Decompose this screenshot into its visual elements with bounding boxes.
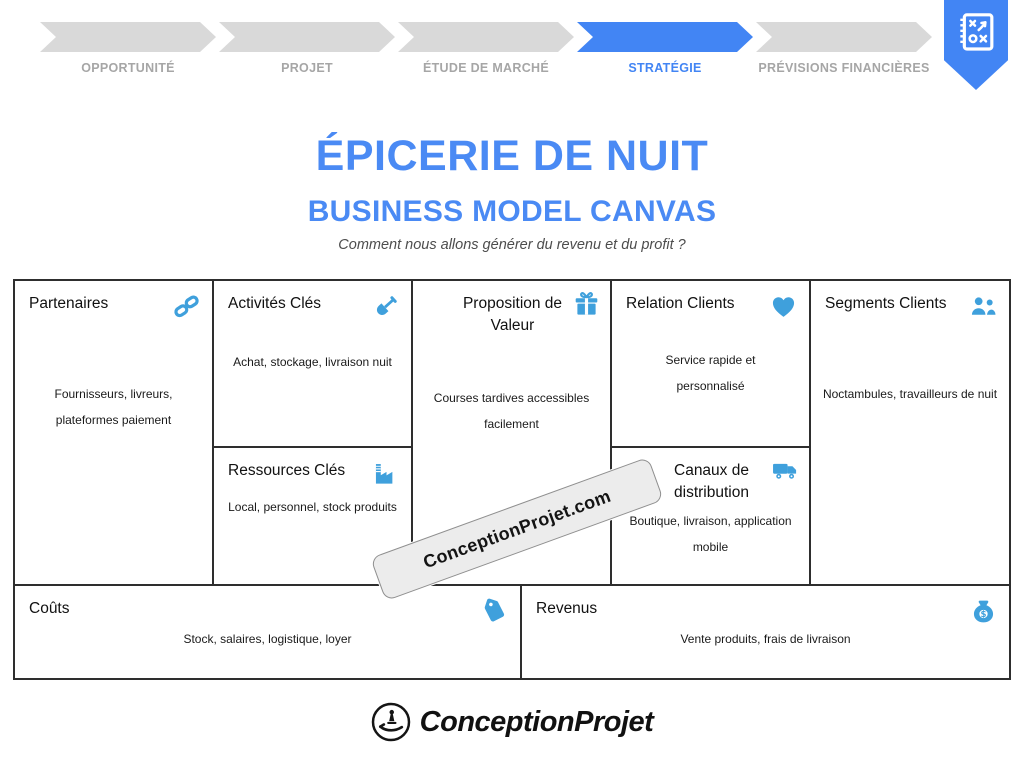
chevron-shape (398, 22, 574, 52)
process-timeline: OPPORTUNITÉ PROJET ÉTUDE DE MARCHÉ STRAT… (0, 0, 1024, 96)
cell-title: Ressources Clés (228, 462, 346, 479)
cell-segments-clients: Segments Clients Noctambules, travailleu… (811, 281, 1009, 584)
cell-title: Coûts (29, 600, 70, 617)
cell-content: Vente produits, frais de livraison (680, 632, 851, 646)
chain-link-icon (173, 293, 200, 320)
cell-ressources-cles: Ressources Clés Local, personnel, stock … (214, 448, 411, 584)
chevron-shape (40, 22, 216, 52)
timeline-step-projet: PROJET (219, 22, 395, 75)
cell-content: Stock, salaires, logistique, loyer (183, 632, 352, 646)
canvas-top-section: Partenaires Fournisseurs, livreurs, plat… (15, 281, 1009, 584)
cell-content: Courses tardives accessibles facilement (433, 390, 590, 431)
money-bag-icon: $ (970, 598, 997, 625)
cell-header: Coûts (15, 586, 520, 625)
timeline-steps: OPPORTUNITÉ PROJET ÉTUDE DE MARCHÉ STRAT… (40, 22, 935, 75)
cell-content: Service rapide et personnalisé (665, 353, 756, 393)
cell-partenaires: Partenaires Fournisseurs, livreurs, plat… (15, 281, 214, 584)
cell-header: Canaux de distribution (612, 448, 809, 505)
truck-icon (772, 458, 799, 485)
cell-content: Fournisseurs, livreurs, plateformes paie… (54, 387, 173, 427)
cell-title: Relation Clients (626, 295, 735, 312)
cell-header: Ressources Clés (214, 448, 411, 487)
page-subtitle: BUSINESS MODEL CANVAS (307, 195, 717, 228)
cell-header: Proposition de Valeur (413, 281, 610, 338)
footer-logo: ConceptionProjet (0, 702, 1024, 742)
timeline-step-previsions-financieres: PRÉVISIONS FINANCIÈRES (756, 22, 932, 75)
cell-proposition-de-valeur: Proposition de Valeur Courses tardives a… (413, 281, 612, 584)
business-model-canvas: Partenaires Fournisseurs, livreurs, plat… (13, 279, 1011, 680)
cell-content: Noctambules, travailleurs de nuit (822, 387, 998, 401)
cell-title: Segments Clients (825, 295, 947, 312)
canvas-bottom-section: Coûts Stock, salaires, logistique, loyer… (15, 584, 1009, 678)
timeline-step-label: STRATÉGIE (628, 61, 702, 75)
column-activites-ressources: Activités Clés Achat, stockage, livraiso… (214, 281, 413, 584)
cell-revenus: Revenus $ Vente produits, frais de livra… (522, 586, 1009, 678)
cell-header: Segments Clients (811, 281, 1009, 320)
timeline-step-etude-de-marche: ÉTUDE DE MARCHÉ (398, 22, 574, 75)
timeline-step-strategie-active: STRATÉGIE (577, 22, 753, 75)
cell-header: Revenus $ (522, 586, 1009, 625)
timeline-step-label: OPPORTUNITÉ (81, 61, 175, 75)
title-block: ÉPICERIE DE NUIT BUSINESS MODEL CANVAS C… (0, 132, 1024, 253)
gift-icon (573, 291, 600, 318)
cell-activites-cles: Activités Clés Achat, stockage, livraiso… (214, 281, 411, 448)
cell-content: Achat, stockage, livraison nuit (233, 355, 392, 369)
cell-content: Local, personnel, stock produits (228, 500, 397, 514)
strategy-badge (944, 0, 1008, 90)
cell-title: Revenus (536, 600, 598, 617)
timeline-step-label: ÉTUDE DE MARCHÉ (422, 61, 550, 75)
cell-content: Boutique, livraison, application mobile (629, 513, 792, 554)
cell-title: Activités Clés (228, 295, 322, 312)
svg-text:$: $ (981, 610, 987, 620)
cell-title: Canaux de distribution (674, 462, 749, 502)
cell-relation-clients: Relation Clients Service rapide et perso… (612, 281, 809, 448)
page-tagline: Comment nous allons générer du revenu et… (338, 237, 686, 253)
timeline-step-label: PROJET (281, 61, 333, 75)
chevron-shape (577, 22, 753, 52)
timeline-step-label: PRÉVISIONS FINANCIÈRES (758, 61, 930, 75)
shovel-icon (372, 293, 399, 320)
cell-header: Relation Clients (612, 281, 809, 320)
brand-name: ConceptionProjet (419, 705, 654, 738)
cell-title: Proposition de Valeur (462, 295, 563, 335)
cell-header: Partenaires (15, 281, 212, 320)
price-tag-icon (481, 598, 508, 625)
page-title: ÉPICERIE DE NUIT (315, 132, 709, 180)
cell-title: Partenaires (29, 295, 109, 312)
chevron-shape (756, 22, 932, 52)
chevron-shape (219, 22, 395, 52)
cell-couts: Coûts Stock, salaires, logistique, loyer (15, 586, 522, 678)
hand-holding-icon (371, 702, 411, 742)
cell-header: Activités Clés (214, 281, 411, 320)
people-icon (970, 293, 997, 320)
heart-icon (770, 293, 797, 320)
factory-icon (372, 460, 399, 487)
cell-canaux-distribution: Canaux de distribution (612, 448, 809, 584)
column-relation-canaux: Relation Clients Service rapide et perso… (612, 281, 811, 584)
strategy-board-icon (960, 13, 994, 51)
timeline-step-opportunite: OPPORTUNITÉ (40, 22, 216, 75)
